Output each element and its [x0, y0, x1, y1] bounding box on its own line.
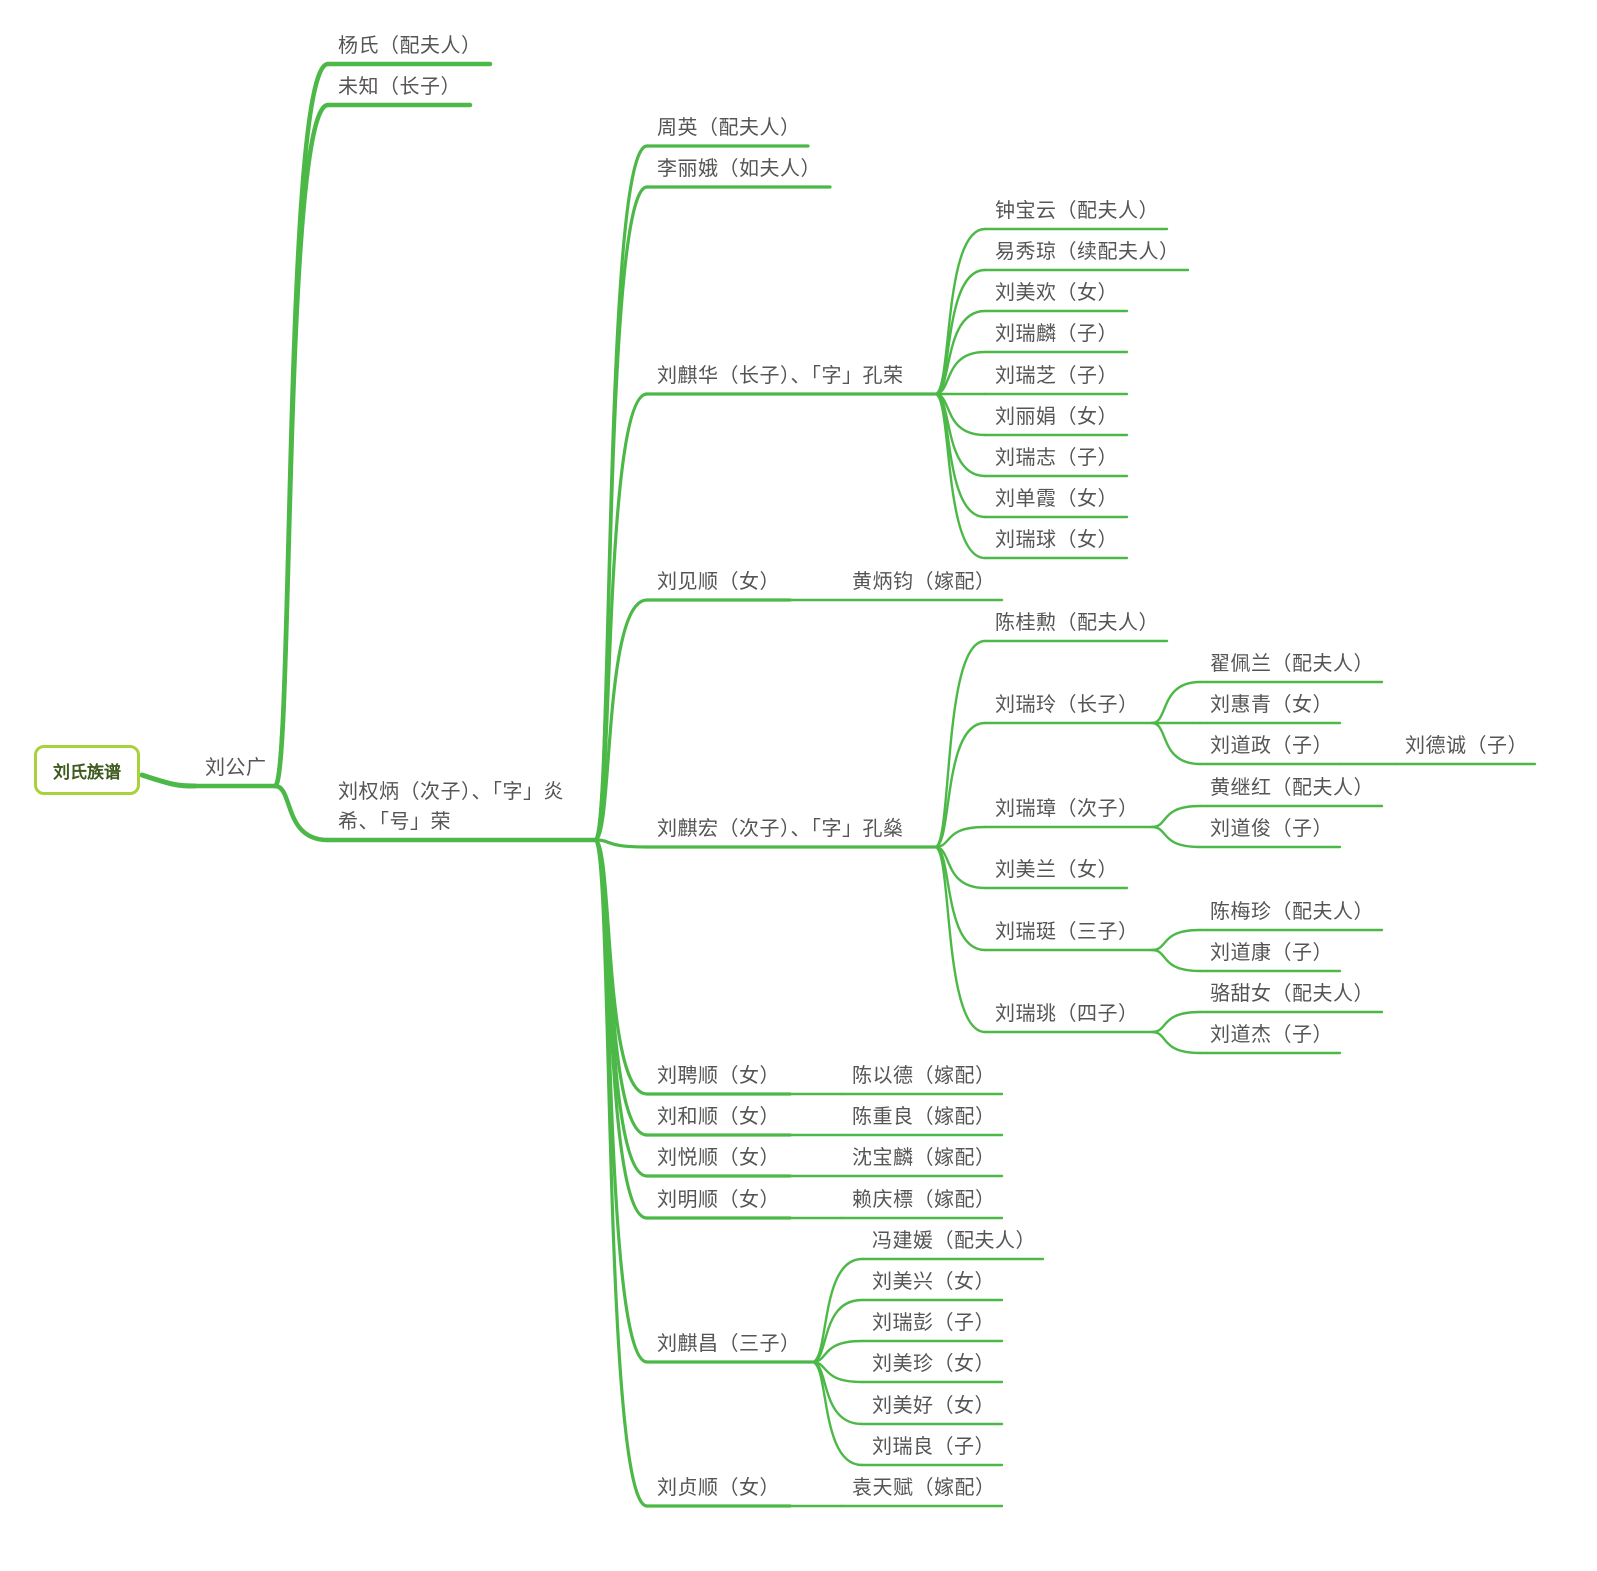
topic-label[interactable]: 刘丽娟（女）: [995, 404, 1118, 428]
topic-label[interactable]: 刘美兴（女）: [872, 1269, 995, 1293]
branch-connector: [933, 825, 987, 849]
topic-label[interactable]: 易秀琼（续配夫人）: [995, 239, 1180, 263]
topic-label[interactable]: 刘麒华（长子）、「字」孔荣: [657, 363, 904, 387]
topic-label[interactable]: 刘瑞玲（长子）: [995, 692, 1139, 716]
topic-label[interactable]: 刘瑞球（女）: [995, 527, 1118, 551]
topic-label[interactable]: 刘公广: [205, 755, 267, 779]
topic-label[interactable]: 刘道康（子）: [1210, 940, 1333, 964]
topic-label[interactable]: 刘见顺（女）: [657, 569, 780, 593]
topic-label[interactable]: 刘瑞志（子）: [995, 445, 1118, 469]
branch-connector: [1150, 948, 1202, 973]
branch-connector: [933, 309, 987, 396]
branch-connector: [1150, 825, 1202, 849]
topic-label[interactable]: 刘瑞彭（子）: [872, 1310, 995, 1334]
topic-label[interactable]: 刘瑞珧（四子）: [995, 1001, 1139, 1025]
topic-label[interactable]: 黄继红（配夫人）: [1210, 775, 1374, 799]
topic-label[interactable]: 刘瑞珽（三子）: [995, 919, 1139, 943]
topic-label[interactable]: 李丽娥（如夫人）: [657, 156, 821, 180]
topic-label[interactable]: 刘美珍（女）: [872, 1351, 995, 1375]
topic-label[interactable]: 刘明顺（女）: [657, 1187, 780, 1211]
root-connector: [139, 772, 198, 789]
branch-connector: [933, 392, 987, 560]
topic-label[interactable]: 刘聘顺（女）: [657, 1063, 780, 1087]
topic-label[interactable]: 刘悦顺（女）: [657, 1145, 780, 1169]
topic-label[interactable]: 黄炳钧（嫁配）: [852, 569, 996, 593]
branch-connector: [810, 1360, 864, 1467]
topic-label[interactable]: 刘瑞璋（次子）: [995, 796, 1139, 820]
topic-label[interactable]: 刘美好（女）: [872, 1393, 995, 1417]
topic-label[interactable]: 翟佩兰（配夫人）: [1210, 651, 1374, 675]
topic-label[interactable]: 未知（长子）: [338, 74, 461, 98]
topic-label[interactable]: 陈以德（嫁配）: [852, 1063, 996, 1087]
branch-connector: [593, 838, 649, 849]
branch-connector: [933, 639, 987, 849]
branch-connector: [1150, 928, 1202, 952]
branch-connector: [1150, 721, 1202, 766]
topic-label[interactable]: 刘美欢（女）: [995, 280, 1118, 304]
topic-label[interactable]: 冯建媛（配夫人）: [872, 1228, 1036, 1252]
branch-connector: [1150, 804, 1202, 829]
branch-connector: [933, 845, 987, 1034]
topic-label[interactable]: 袁天赋（嫁配）: [852, 1475, 996, 1499]
topic-label[interactable]: 刘瑞良（子）: [872, 1434, 995, 1458]
topic-label[interactable]: 赖庆標（嫁配）: [852, 1187, 996, 1211]
branch-connector: [933, 350, 987, 396]
root-node[interactable]: 刘氏族谱: [34, 745, 140, 795]
topic-label[interactable]: 刘和顺（女）: [657, 1104, 780, 1128]
topic-label[interactable]: 刘瑞芝（子）: [995, 363, 1118, 387]
topic-label[interactable]: 刘道俊（子）: [1210, 816, 1333, 840]
topic-label[interactable]: 刘道杰（子）: [1210, 1022, 1333, 1046]
branch-connector: [593, 392, 649, 842]
topic-label[interactable]: 刘美兰（女）: [995, 857, 1118, 881]
topic-label[interactable]: 刘单霞（女）: [995, 486, 1118, 510]
topic-label[interactable]: 杨氏（配夫人）: [338, 33, 482, 57]
branch-connector: [1150, 1030, 1202, 1055]
topic-label[interactable]: 骆甜女（配夫人）: [1210, 981, 1374, 1005]
topic-label[interactable]: 刘贞顺（女）: [657, 1475, 780, 1499]
topic-label[interactable]: 陈桂勲（配夫人）: [995, 610, 1159, 634]
topic-label[interactable]: 刘惠青（女）: [1210, 692, 1333, 716]
topic-label[interactable]: 刘道政（子）: [1210, 733, 1333, 757]
branch-connector: [810, 1298, 864, 1364]
topic-label[interactable]: 刘麒宏（次子）、「字」孔燊: [657, 816, 904, 840]
topic-label[interactable]: 钟宝云（配夫人）: [995, 198, 1159, 222]
topic-label[interactable]: 刘德诚（子）: [1405, 733, 1528, 757]
topic-label[interactable]: 刘瑞麟（子）: [995, 321, 1118, 345]
topic-label[interactable]: 刘麒昌（三子）: [657, 1331, 801, 1355]
branch-connector: [933, 721, 987, 849]
branch-connector: [272, 102, 331, 789]
branch-connector: [1150, 680, 1202, 725]
branch-connector: [593, 598, 649, 842]
topic-label[interactable]: 刘权炳（次子）、「字」炎希、「号」荣: [338, 779, 564, 833]
topic-label[interactable]: 沈宝麟（嫁配）: [852, 1145, 996, 1169]
branch-connector: [272, 783, 331, 843]
topic-label[interactable]: 陈梅珍（配夫人）: [1210, 899, 1374, 923]
branch-connector: [810, 1257, 864, 1364]
branch-connector: [593, 838, 649, 1508]
topic-label[interactable]: 周英（配夫人）: [657, 115, 801, 139]
branch-connector: [1150, 1010, 1202, 1034]
topic-label[interactable]: 陈重良（嫁配）: [852, 1104, 996, 1128]
